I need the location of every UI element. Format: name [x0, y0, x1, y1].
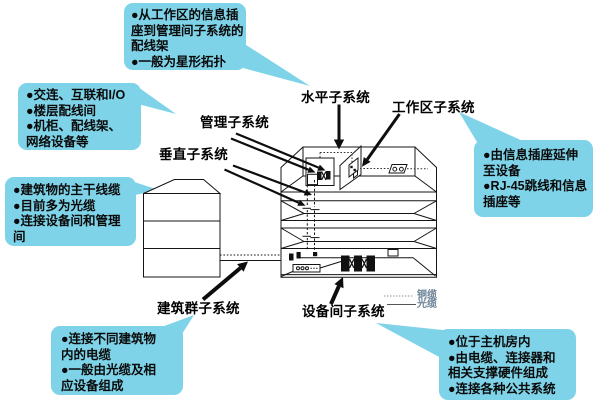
label-campus-subsystem: 建筑群子系统	[157, 301, 240, 316]
top-callout-tail	[243, 43, 310, 86]
bottom-right-callout-tail	[376, 323, 452, 358]
callout-vertical-subsystem: ●建筑物的主干线缆 ●目前多为光缆 ●连接设备间和管理 间	[5, 177, 136, 246]
callout-equipment-subsystem: ●位于主机房内 ●由电缆、连接器和 相关支撑硬件组成 ●连接各种公共系统	[439, 329, 576, 400]
label-equipment-subsystem: 设备间子系统	[302, 304, 385, 319]
legend-lines	[384, 295, 416, 305]
campus-arrow	[201, 266, 242, 302]
vertical-arrow-2	[224, 168, 300, 204]
equipment-arrow	[329, 285, 341, 305]
horizontal-cabling-dotted	[319, 152, 428, 170]
legend-copper-label: 铜缆	[417, 290, 437, 301]
patch-panel-right	[326, 171, 331, 180]
callout-workarea-subsystem: ●由信息插座延伸 至设备 ●RJ-45跳线和信息 插座等	[474, 140, 593, 217]
workarea-arrow	[365, 113, 401, 161]
label-management-subsystem: 管理子系统	[200, 115, 269, 130]
callout-horizontal-subsystem: ●从工作区的信息插 座到管理间子系统的 配线架 ●一般为星形拓扑	[124, 3, 246, 70]
label-workarea-subsystem: 工作区子系统	[392, 99, 475, 115]
left-top-callout-tail	[138, 87, 176, 114]
equipment-room	[289, 249, 414, 273]
legend-fiber-label: 光缆	[417, 299, 437, 310]
floor-outlet-box	[388, 164, 408, 174]
patch-panel-left	[317, 171, 322, 180]
campus-cables	[220, 254, 289, 261]
rack-2	[354, 255, 362, 272]
management-arrow-1	[235, 132, 320, 169]
pointer-arrows	[201, 104, 401, 305]
label-horizontal-subsystem: 水平子系统	[301, 89, 370, 105]
callout-management-subsystem: ●交连、互联和I/O ●楼层配线间 ●机柜、配线架、 网络设备等	[18, 83, 141, 150]
workarea-wall	[339, 144, 362, 191]
rack-3	[366, 255, 375, 272]
cross-connect-icon	[320, 171, 327, 181]
vertical-arrow-1	[232, 164, 306, 194]
management-arrow-2	[230, 137, 309, 171]
rack-1	[341, 255, 350, 272]
small-building	[143, 179, 222, 278]
riser-backbone	[302, 180, 320, 251]
right-callout-tail	[459, 112, 525, 142]
label-vertical-subsystem: 垂直子系统	[159, 146, 228, 162]
management-room	[305, 157, 335, 186]
callout-campus-subsystem: ●连接不同建筑物 内的电缆 ●一般由光缆及相 应设备组成	[51, 326, 183, 395]
